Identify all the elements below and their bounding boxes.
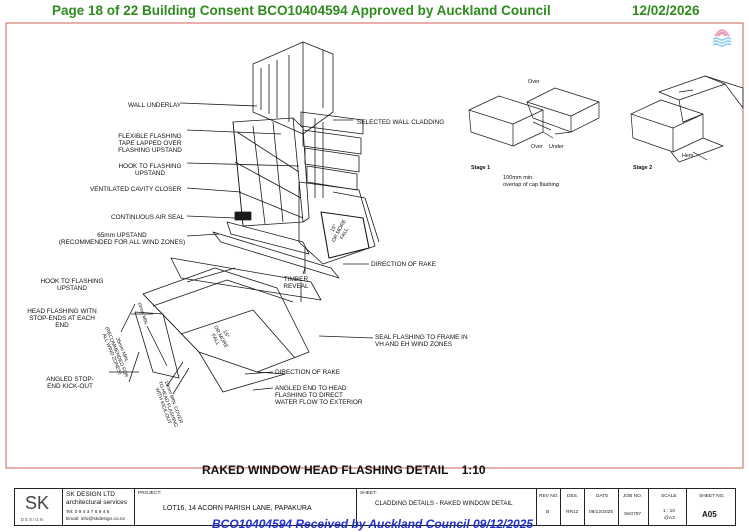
company-email: Email: info@skdesign.co.nz xyxy=(66,517,125,522)
label-selected-wall-cladding: SELECTED WALL CLADDING xyxy=(357,119,445,126)
sheet-no-cell: SHEET NO. A05 xyxy=(687,489,735,525)
project-cell: PROJECT: LOT16, 14 ACORN PARISH LANE, PA… xyxy=(135,489,357,525)
job-cell: JOB NO. SK0797 xyxy=(619,489,649,525)
consent-date: 12/02/2026 xyxy=(632,3,700,18)
inset-label-stage-2: Stage 2 xyxy=(633,165,653,171)
sheet-name: CLADDING DETAILS - RAKED WINDOW DETAIL xyxy=(375,500,513,507)
inset-note-overlap: 100mm min.overlap of cap flashing xyxy=(503,175,559,189)
des-value: RR12 xyxy=(566,510,579,515)
label-direction-of-rake-upper: DIRECTION OF RAKE xyxy=(371,261,436,268)
sheet-cell: SHEET: CLADDING DETAILS - RAKED WINDOW D… xyxy=(357,489,537,525)
job-value: SK0797 xyxy=(624,512,642,517)
company-name: SK DESIGN LTD xyxy=(66,491,116,498)
project-name: LOT16, 14 ACORN PARISH LANE, PAPAKURA xyxy=(163,505,312,512)
inset-label-over: Over xyxy=(528,79,540,85)
des-header: DES. xyxy=(567,494,579,499)
flashing-detail-drawing xyxy=(5,22,744,469)
sheet-no-header: SHEET NO. xyxy=(699,494,725,499)
label-direction-of-rake-lower: DIRECTION OF RAKE xyxy=(275,369,340,376)
company-cell: SK DESIGN LTD architectural services Tel… xyxy=(63,489,135,525)
scale-paper: @A3 xyxy=(664,516,675,521)
rev-cell: REV NO. B xyxy=(537,489,561,525)
inset-label-over-lower: Over xyxy=(531,144,543,150)
inset-label-under: Under xyxy=(549,144,564,150)
logo-cell: SK D E S I G N xyxy=(15,489,63,525)
company-logo-sub: D E S I G N xyxy=(21,517,43,522)
sheet-header: SHEET: xyxy=(360,491,377,496)
title-block: SK D E S I G N SK DESIGN LTD architectur… xyxy=(14,488,736,526)
detail-title: RAKED WINDOW HEAD FLASHING DETAIL 1:10 xyxy=(202,463,486,477)
label-angled-stop-end: ANGLED STOP-END KICK-OUT xyxy=(46,376,94,391)
consent-page-text: Page 18 of 22 Building Consent BCO104045… xyxy=(52,3,551,18)
label-ventilated-cavity-closer: VENTILATED CAVITY CLOSER xyxy=(90,186,182,193)
label-65mm-upstand: 65mm UPSTAND(RECOMMENDED FOR ALL WIND ZO… xyxy=(58,232,186,247)
sheet-no-value: A05 xyxy=(702,510,717,519)
label-continuous-air-seal: CONTINUOUS AIR SEAL xyxy=(111,214,185,221)
rev-value: B xyxy=(546,510,550,515)
scale-header: SCALE xyxy=(661,494,677,499)
date-value: 09/12/2025 xyxy=(589,510,614,515)
scale-cell: SCALE 1 : 10 @A3 xyxy=(649,489,687,525)
inset-label-hem: Hem xyxy=(682,153,694,159)
inset-label-stage-1: Stage 1 xyxy=(471,165,491,171)
company-tagline: architectural services xyxy=(66,499,128,506)
scale-value: 1 : 10 xyxy=(663,509,676,514)
rev-header: REV NO. xyxy=(539,494,559,499)
des-cell: DES. RR12 xyxy=(561,489,585,525)
detail-title-scale: 1:10 xyxy=(461,463,486,477)
company-logo: SK xyxy=(25,493,50,513)
date-cell: DATE 09/12/2025 xyxy=(585,489,619,525)
received-stamp: BCO10404594 Received by Auckland Council… xyxy=(212,517,534,531)
company-phone: Tel: 0 9 4 3 7 6 9 4 6 xyxy=(66,510,110,515)
detail-title-text: RAKED WINDOW HEAD FLASHING DETAIL xyxy=(202,463,449,477)
consent-stamp-header: Page 18 of 22 Building Consent BCO104045… xyxy=(0,3,749,21)
date-header: DATE xyxy=(596,494,609,499)
council-seal-icon xyxy=(712,29,732,47)
project-header: PROJECT: xyxy=(138,491,162,496)
label-wall-underlay: WALL UNDERLAY xyxy=(128,102,182,109)
job-header: JOB NO. xyxy=(623,494,643,499)
